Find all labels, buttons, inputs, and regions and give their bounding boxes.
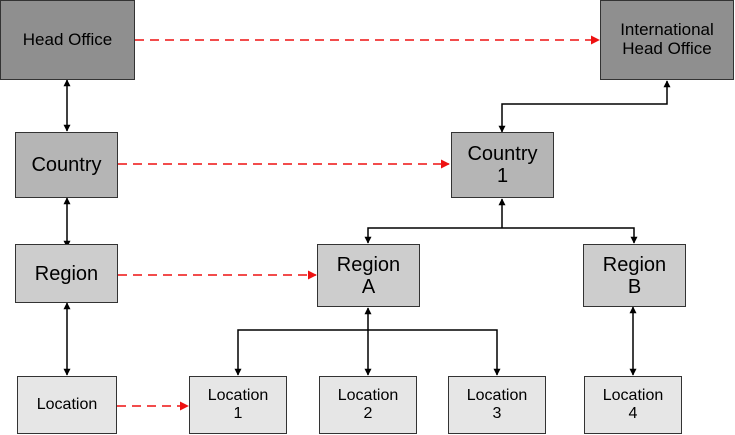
region-a-location-3-link (368, 329, 501, 376)
region-b-box: Region B (583, 244, 686, 307)
region-box: Region (15, 244, 118, 303)
head-office-box: Head Office (0, 0, 135, 80)
location-3-box: Location 3 (448, 376, 546, 434)
location-1-box: Location 1 (189, 376, 287, 434)
country-1-region-b-link (502, 227, 638, 244)
country-1-international-link (498, 80, 671, 133)
country-1-box: Country 1 (451, 132, 554, 198)
location-4-box: Location 4 (584, 376, 682, 434)
region-a-location-1-link (234, 329, 368, 376)
country-box: Country (15, 132, 118, 198)
location-2-box: Location 2 (319, 376, 417, 434)
location-box: Location (17, 376, 117, 434)
country-1-region-a-link (364, 227, 502, 244)
international-head-office-box: International Head Office (600, 0, 734, 80)
region-a-box: Region A (317, 244, 420, 307)
